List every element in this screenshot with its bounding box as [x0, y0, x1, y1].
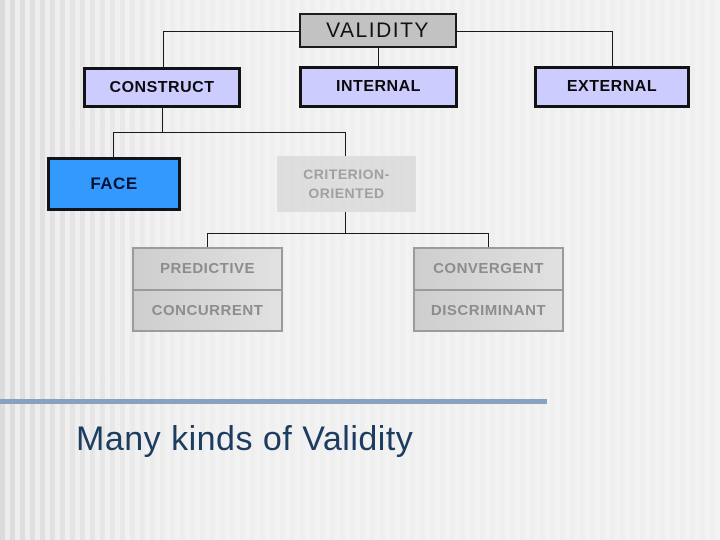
- connector-criterion-bottom: [345, 212, 346, 233]
- node-group-criterion-types: PREDICTIVE CONCURRENT: [132, 247, 283, 332]
- connector-level3-h: [113, 132, 345, 133]
- connector-convergent-drop: [488, 233, 489, 247]
- node-group-construct-types: CONVERGENT DISCRIMINANT: [413, 247, 564, 332]
- node-concurrent-label: CONCURRENT: [151, 301, 264, 319]
- connector-face-drop: [113, 132, 114, 157]
- connector-criterion-drop: [345, 132, 346, 156]
- node-validity: VALIDITY: [299, 13, 457, 48]
- node-discriminant: DISCRIMINANT: [415, 291, 562, 331]
- node-discriminant-label: DISCRIMINANT: [430, 301, 547, 319]
- node-internal: INTERNAL: [299, 66, 458, 108]
- node-convergent: CONVERGENT: [415, 249, 562, 291]
- node-construct-label: CONSTRUCT: [109, 78, 215, 96]
- node-external: EXTERNAL: [534, 66, 690, 108]
- accent-line: [0, 399, 547, 404]
- node-criterion-line1: CRITERION-: [303, 166, 390, 183]
- node-construct: CONSTRUCT: [83, 67, 241, 108]
- node-predictive-label: PREDICTIVE: [159, 260, 255, 278]
- connector-predictive-drop: [207, 233, 208, 247]
- connector-internal-drop: [378, 48, 379, 66]
- node-convergent-label: CONVERGENT: [433, 260, 544, 278]
- connector-level4-h: [207, 233, 488, 234]
- node-criterion-oriented: CRITERION- ORIENTED: [277, 156, 416, 212]
- connector-validity-construct-h: [163, 31, 299, 32]
- connector-external-drop: [612, 31, 613, 66]
- node-validity-label: VALIDITY: [326, 18, 430, 42]
- node-criterion-line2: ORIENTED: [308, 185, 385, 201]
- node-predictive: PREDICTIVE: [134, 249, 281, 291]
- node-face: FACE: [47, 157, 181, 211]
- connector-construct-drop: [163, 31, 164, 67]
- slide-title: Many kinds of Validity: [76, 420, 414, 458]
- connector-construct-bottom: [162, 107, 163, 132]
- node-concurrent: CONCURRENT: [134, 291, 281, 331]
- node-face-label: FACE: [90, 174, 138, 193]
- node-external-label: EXTERNAL: [566, 78, 658, 95]
- connector-validity-external-h: [457, 31, 612, 32]
- node-internal-label: INTERNAL: [336, 78, 421, 95]
